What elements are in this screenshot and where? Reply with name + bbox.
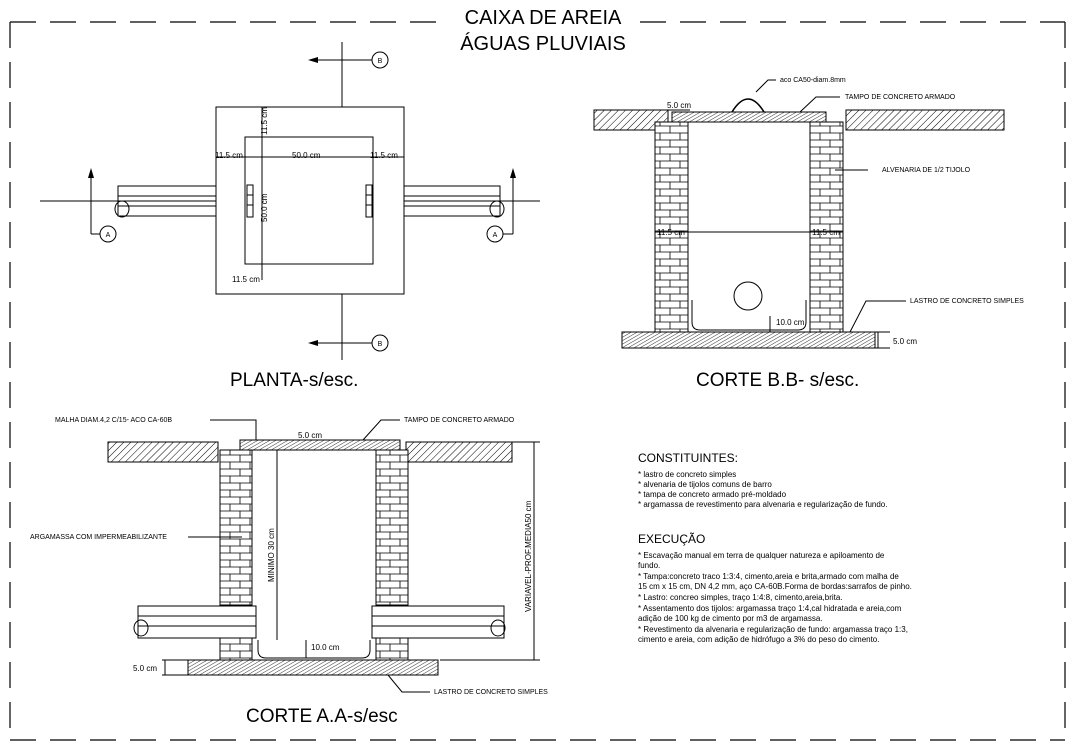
aa-pipe-left: [133, 605, 257, 639]
plan-marker-b-bottom: B: [378, 341, 383, 348]
execution-line: * Assentamento dos tijolos: argamassa tr…: [638, 604, 902, 613]
title-line-2: ÁGUAS PLUVIAIS: [460, 32, 626, 55]
aa-label-cover: TAMPO DE CONCRETO ARMADO: [404, 417, 515, 424]
constituent-item: * argamassa de revestimento para alvenar…: [638, 500, 887, 509]
section-aa: MINIMO 30 cm VARIAVEL-PROF.MEDIA50 cm 10…: [30, 417, 548, 696]
aa-dim-base: 5.0 cm: [133, 664, 157, 673]
aa-label-base: LASTRO DE CONCRETO SIMPLES: [434, 689, 548, 696]
plan-dim-inner-height: 50.0 cm: [260, 193, 269, 222]
constituent-item: * alvenaria de tijolos comuns de barro: [638, 480, 772, 489]
plan-marker-a-right: A: [493, 232, 498, 239]
execution-line: * Escavação manual em terra de qualquer …: [638, 551, 885, 560]
aa-wall-left-upper: [219, 449, 253, 606]
constituent-item: * tampa de concreto armado pré-moldado: [638, 490, 787, 499]
aa-label-mortar: ARGAMASSA COM IMPERMEABILIZANTE: [30, 534, 167, 541]
bb-dim-wall-right: 11.5 cm: [812, 228, 840, 237]
bb-label-base: LASTRO DE CONCRETO SIMPLES: [910, 298, 1024, 305]
plan-inner-box: [244, 136, 374, 265]
execution-line: cimento e areia, com adição de hidrófugo…: [638, 635, 879, 644]
plan-view: 11.5 cm 50.0 cm 11.5 cm 11.5 cm 50.0 cm …: [40, 42, 540, 360]
aa-wall-right-lower: [375, 637, 409, 661]
bb-wall-left: [654, 121, 689, 333]
plan-dim-bottom: 11.5 cm: [232, 275, 260, 284]
plan-outer-wall: [215, 106, 405, 295]
bb-label-wall: ALVENARIA DE 1/2 TIJOLO: [882, 167, 971, 174]
bb-dim-wall-left: 11.5 cm: [657, 228, 685, 237]
aa-wall-left-lower: [219, 637, 253, 661]
aa-soil-right: [405, 441, 513, 463]
bb-wall-right: [809, 121, 844, 333]
plan-dim-top: 11.5 cm: [260, 107, 269, 135]
bb-base-slab: [621, 331, 876, 349]
execution-line: 15 cm x 15 cm, DN 4,2 mm, aço CA-60B.For…: [638, 582, 912, 591]
notes-block: CONSTITUINTES: * lastro de concreto simp…: [638, 451, 912, 644]
sheet-border: [9, 21, 1066, 741]
section-bb: 11.5 cm 11.5 cm 10.0 cm 5.0 cm 5.0 cm ac…: [593, 77, 1024, 349]
constituent-item: * lastro de concreto simples: [638, 470, 736, 479]
aa-wall-right-upper: [375, 449, 409, 606]
bb-dim-base: 5.0 cm: [893, 337, 917, 346]
aa-floor-regularization: [257, 640, 371, 659]
plan-cut-line-a: A A: [40, 168, 540, 243]
execution-line: * Lastro: concreo simples, traço 1:4:8, …: [638, 593, 843, 602]
aa-dim-cover: 5.0 cm: [298, 431, 322, 440]
aa-label-mesh: MALHA DIAM.4,2 C/15- ACO CA-60B: [55, 417, 172, 424]
plan-dim-inner-width: 50.0 cm: [292, 151, 321, 160]
aa-cover-slab: [239, 439, 401, 451]
aa-dim-var: VARIAVEL-PROF.MEDIA50 cm: [524, 500, 533, 612]
bb-cover-slab: [671, 111, 827, 123]
bb-steel-handle: [731, 98, 765, 113]
plan-view-title: PLANTA-s/esc.: [230, 370, 358, 391]
aa-base-slab: [187, 659, 439, 676]
section-bb-title: CORTE B.B- s/esc.: [696, 370, 859, 391]
section-aa-title: CORTE A.A-s/esc: [246, 706, 398, 727]
execution-line: adição de 100 kg de cimento por m3 de ar…: [638, 614, 823, 623]
bb-label-cover: TAMPO DE CONCRETO ARMADO: [845, 94, 956, 101]
bb-label-steel: aco CA50-diam.8mm: [780, 77, 846, 84]
execution-line: fundo.: [638, 561, 660, 570]
bb-soil-left: [593, 109, 669, 131]
bb-dim-floor: 10.0 cm: [776, 318, 805, 327]
constituents-title: CONSTITUINTES:: [638, 451, 738, 465]
execution-title: EXECUÇÃO: [638, 532, 705, 546]
title-line-1: CAIXA DE AREIA: [465, 7, 622, 29]
bb-pipe-opening: [733, 281, 763, 311]
execution-line: * Revestimento da alvenaria e regulariza…: [638, 625, 908, 634]
bb-dim-cover: 5.0 cm: [667, 101, 691, 110]
plan-dim-left: 11.5 cm: [215, 151, 243, 160]
aa-pipe-right: [371, 605, 506, 639]
bb-floor-regularization: [691, 300, 807, 331]
plan-marker-b-top: B: [378, 58, 383, 65]
bb-soil-right: [845, 109, 1005, 131]
aa-dim-min: MINIMO 30 cm: [267, 528, 276, 582]
plan-cut-line-b: B B: [308, 42, 389, 360]
plan-marker-a-left: A: [106, 232, 111, 239]
execution-line: * Tampa:concreto traco 1:3:4, cimento,ar…: [638, 572, 899, 581]
aa-soil-left: [107, 441, 219, 463]
plan-dim-right: 11.5 cm: [370, 151, 398, 160]
aa-dim-floor: 10.0 cm: [311, 643, 340, 652]
